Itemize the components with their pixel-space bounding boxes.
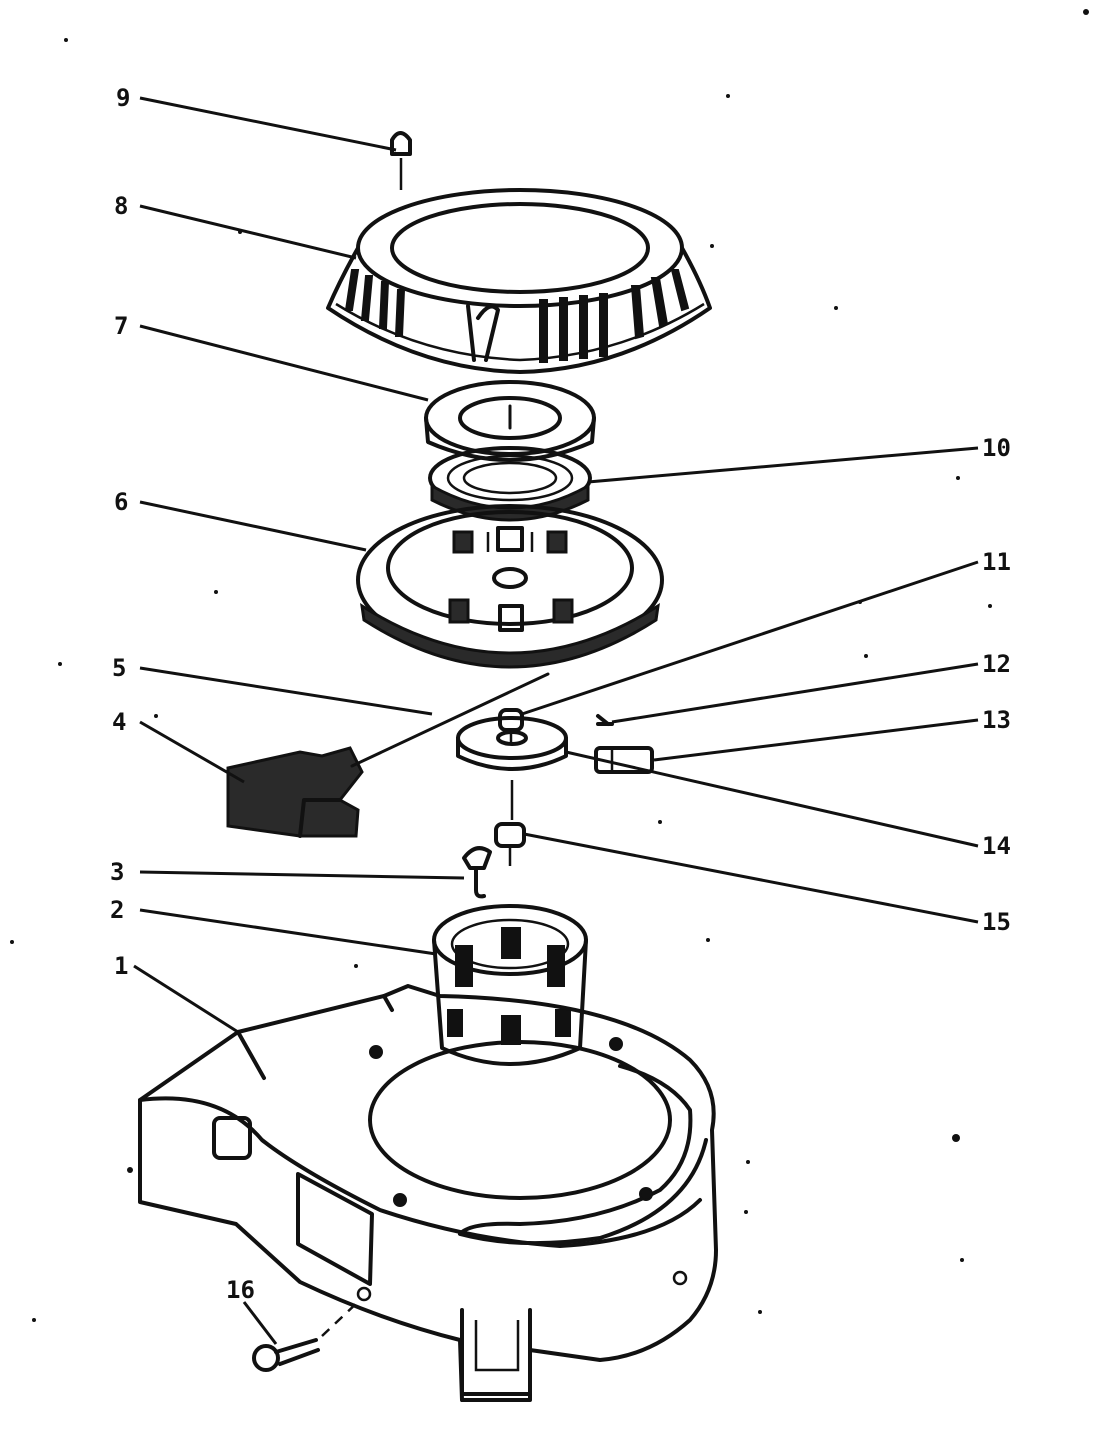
part-5-rope <box>350 672 550 768</box>
part-11-pin <box>498 708 524 744</box>
callout-1: 1 <box>114 952 128 980</box>
scan-speckles <box>10 9 1089 1322</box>
part-15-screw <box>494 822 526 866</box>
part-1-blower-housing <box>138 984 718 1402</box>
callout-8: 8 <box>114 192 128 220</box>
callout-5: 5 <box>112 654 126 682</box>
callout-6: 6 <box>114 488 128 516</box>
callout-13: 13 <box>982 706 1011 734</box>
part-7-pulley-cap <box>424 380 596 462</box>
callout-16: 16 <box>226 1276 255 1304</box>
callout-10: 10 <box>982 434 1011 462</box>
part-9-screw <box>390 131 412 190</box>
part-12-clip <box>596 714 614 726</box>
callout-11: 11 <box>982 548 1011 576</box>
callout-labels: 9 8 7 10 6 11 12 5 13 4 14 3 2 15 1 16 <box>110 84 1011 1304</box>
callout-14: 14 <box>982 832 1011 860</box>
leader-lines <box>133 96 979 1345</box>
callout-2: 2 <box>110 896 124 924</box>
callout-4: 4 <box>112 708 126 736</box>
part-8-starter-cup <box>326 188 712 374</box>
part-14-cam-dog <box>456 716 568 820</box>
part-4-handle <box>226 746 364 838</box>
callout-3: 3 <box>110 858 124 886</box>
callout-15: 15 <box>982 908 1011 936</box>
part-16-bolt <box>252 1299 361 1372</box>
callout-7: 7 <box>114 312 128 340</box>
part-3-retainer <box>462 846 492 899</box>
part-6-rope-pulley <box>356 504 664 669</box>
callout-9: 9 <box>116 84 130 112</box>
callout-12: 12 <box>982 650 1011 678</box>
